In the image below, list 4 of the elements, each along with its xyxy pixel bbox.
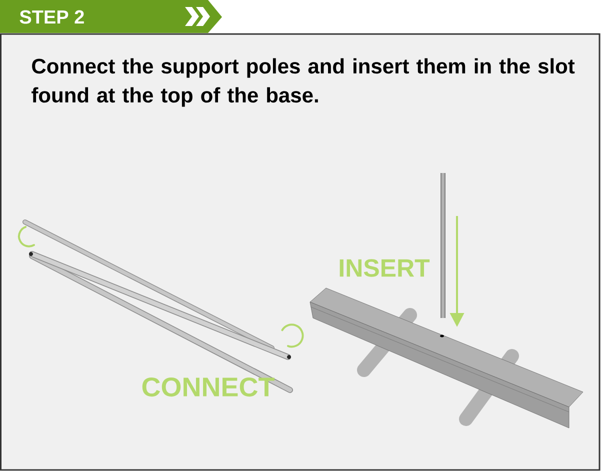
action-label: INSERT bbox=[340, 259, 430, 277]
action-label: CONNECT bbox=[142, 377, 274, 397]
instruction-text: Connect the support poles and insert them in the slot found at the top of the base. bbox=[32, 58, 575, 107]
heading-band: STEP 2 bbox=[0, 0, 222, 33]
